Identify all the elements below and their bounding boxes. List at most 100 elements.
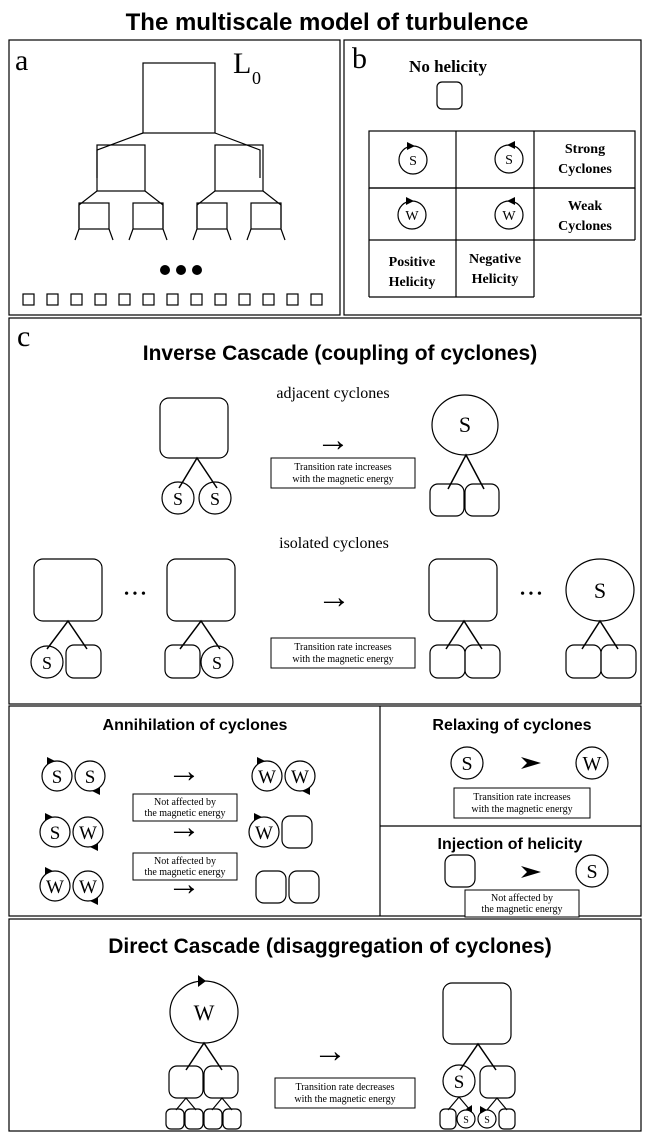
direct-rate-box [274,1077,416,1109]
isolated-before: S • • • S [30,558,236,679]
svg-text:S: S [459,412,471,437]
svg-text:S: S [505,153,513,168]
adjacent-label: adjacent cyclones [276,385,389,402]
strong-negative-cyclone: S [494,141,524,174]
direct-before: W [165,975,242,1130]
svg-text:W: W [291,767,309,788]
isolated-after: • • • S [428,558,637,679]
svg-text:S: S [212,653,222,673]
relaxing-arrow [521,757,541,769]
svg-text:S: S [594,578,606,603]
panel-c: c Inverse Cascade (coupling of cyclones)… [17,320,637,679]
annihilation-note-box-1 [132,793,238,822]
panel-a: a L 0 [15,44,323,306]
positive-label-2: Helicity [389,275,436,290]
isolated-label: isolated cyclones [279,535,389,552]
svg-text:S: S [463,1115,469,1126]
processes-frame [8,705,642,917]
hierarchy-tree [74,62,286,241]
svg-text:W: W [583,753,602,775]
panel-b: b No helicity Strong Cyclones Weak Cyclo… [352,42,636,298]
svg-text:W: W [255,823,273,844]
injection-panel: Injection of helicity S Not affected by … [438,836,609,918]
svg-text:W: W [258,767,276,788]
svg-text:S: S [484,1115,490,1126]
svg-text:S: S [42,653,52,673]
direct-after: S S S [439,982,516,1130]
panel-b-letter: b [352,42,367,75]
svg-text:with the magnetic energy: with the magnetic energy [471,804,572,815]
annihilation-row-1: S S → W W [41,753,316,795]
adjacent-rate-box [270,457,416,489]
svg-text:the magnetic energy: the magnetic energy [145,808,226,819]
svg-text:S: S [461,753,472,775]
annihilation-title: Annihilation of cyclones [103,717,288,734]
svg-text:the magnetic energy: the magnetic energy [482,904,563,915]
direct-cascade-title: Direct Cascade (disaggregation of cyclon… [108,935,551,958]
injection-title: Injection of helicity [438,836,583,853]
panel-frames [8,39,642,1132]
weak-label-2: Cyclones [558,219,612,234]
svg-text:W: W [502,209,516,224]
strong-label-2: Cyclones [558,162,612,177]
isolated-rate-2: with the magnetic energy [292,654,393,665]
svg-text:W: W [405,209,419,224]
svg-text:Transition rate increases: Transition rate increases [473,792,570,803]
svg-text:S: S [409,154,417,169]
cyclone-cells: S S W W [397,141,524,230]
svg-text:S: S [173,489,183,509]
injection-note-box [464,889,580,918]
annihilation-row-3: W W → [39,866,320,905]
negative-label-1: Negative [469,252,521,267]
no-helicity-label: No helicity [409,57,487,76]
isolated-rate-1: Transition rate increases [294,642,391,653]
annihilation-panel: Annihilation of cyclones S S → W W Not a… [39,717,320,905]
adjacent-before: S S [159,397,232,515]
weak-positive-cyclone: W [397,197,427,230]
isolated-ellipsis-right: • • • [520,587,542,602]
adjacent-rate-1: Transition rate increases [294,462,391,473]
isolated-ellipsis-left: • • • [124,587,146,602]
inverse-cascade-title: Inverse Cascade (coupling of cyclones) [143,342,537,365]
svg-text:S: S [210,489,220,509]
panel-c-frame [8,317,642,705]
panel-b-frame [343,39,642,316]
svg-text:W: W [79,877,97,898]
svg-text:S: S [454,1072,465,1093]
annihilation-note-box-2 [132,852,238,881]
svg-text:W: W [46,877,64,898]
no-helicity-cell [436,81,463,110]
relaxing-note-box [453,787,591,819]
panel-a-letter: a [15,44,28,77]
svg-text:the magnetic energy: the magnetic energy [145,867,226,878]
svg-text:Transition rate decreases: Transition rate decreases [295,1082,394,1093]
adjacent-after: S [429,394,500,517]
svg-text:Not affected by: Not affected by [154,797,216,808]
annihilation-arrow-2: → [167,809,201,846]
relaxing-title: Relaxing of cyclones [432,717,591,734]
direct-cascade-frame [8,918,642,1132]
adjacent-rate-2: with the magnetic energy [292,474,393,485]
svg-text:W: W [79,823,97,844]
isolated-rate-box [270,637,416,669]
svg-text:W: W [194,1000,215,1025]
annihilation-arrow-1: → [167,753,201,790]
adjacent-arrow: → [316,422,350,459]
scale-subscript: 0 [252,68,261,88]
negative-label-2: Helicity [472,272,519,287]
svg-text:S: S [50,823,61,844]
injection-arrow [521,866,541,878]
ellipsis-dots [160,265,202,275]
strong-positive-cyclone: S [398,142,428,175]
scale-label: L [233,47,251,80]
isolated-arrow: → [317,579,351,616]
panel-a-frame [8,39,341,316]
panel-c-letter: c [17,320,30,353]
positive-label-1: Positive [389,255,436,270]
annihilation-arrow-3: → [167,866,201,903]
weak-negative-cyclone: W [494,197,524,230]
strong-label-1: Strong [565,142,605,157]
direct-cascade-panel: Direct Cascade (disaggregation of cyclon… [108,935,552,1130]
annihilation-row-2: S W → W [39,809,313,851]
